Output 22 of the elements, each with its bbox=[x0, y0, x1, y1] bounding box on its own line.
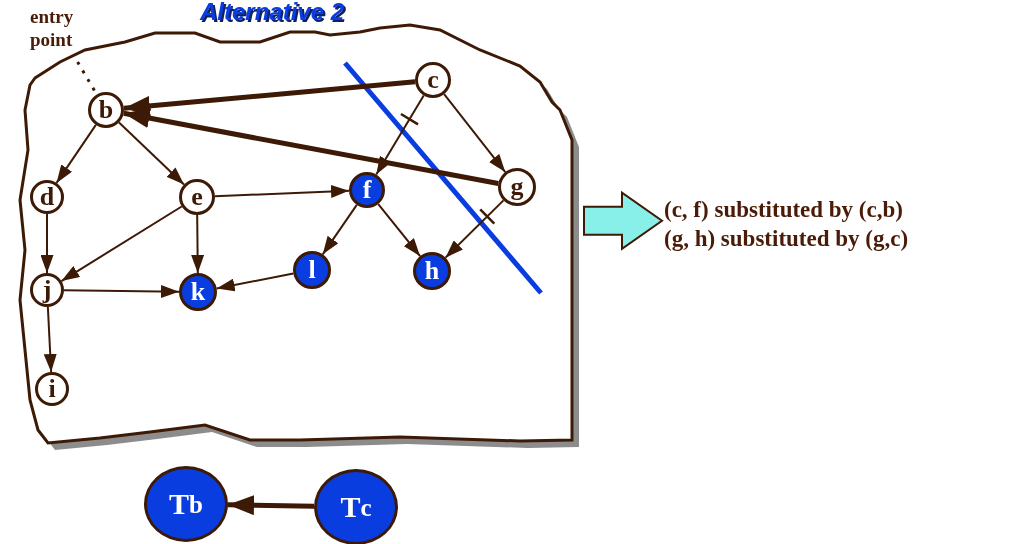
arrow bbox=[375, 94, 425, 176]
arrow bbox=[377, 203, 422, 258]
arrow bbox=[55, 123, 97, 184]
diagram-title: Alternative 2 bbox=[200, 0, 345, 26]
arrow bbox=[43, 306, 57, 373]
arrow bbox=[123, 108, 499, 186]
substitution-note: (c, f) substituted by (c,b) bbox=[664, 196, 904, 224]
arrow bbox=[118, 121, 185, 186]
substitution-note: (g, h) substituted by (g,c) bbox=[664, 224, 909, 253]
arrow bbox=[123, 79, 416, 116]
arrow bbox=[60, 205, 183, 283]
arrow bbox=[443, 93, 507, 174]
arrow bbox=[40, 213, 54, 274]
arrow bbox=[191, 214, 205, 274]
arrow bbox=[214, 185, 350, 198]
annotation-text: entry point bbox=[30, 6, 92, 62]
block-arrow bbox=[583, 190, 664, 251]
arrow bbox=[227, 495, 315, 516]
arrow bbox=[444, 199, 505, 259]
arrow bbox=[321, 203, 358, 256]
arrow bbox=[215, 272, 295, 292]
arrow bbox=[63, 285, 180, 298]
